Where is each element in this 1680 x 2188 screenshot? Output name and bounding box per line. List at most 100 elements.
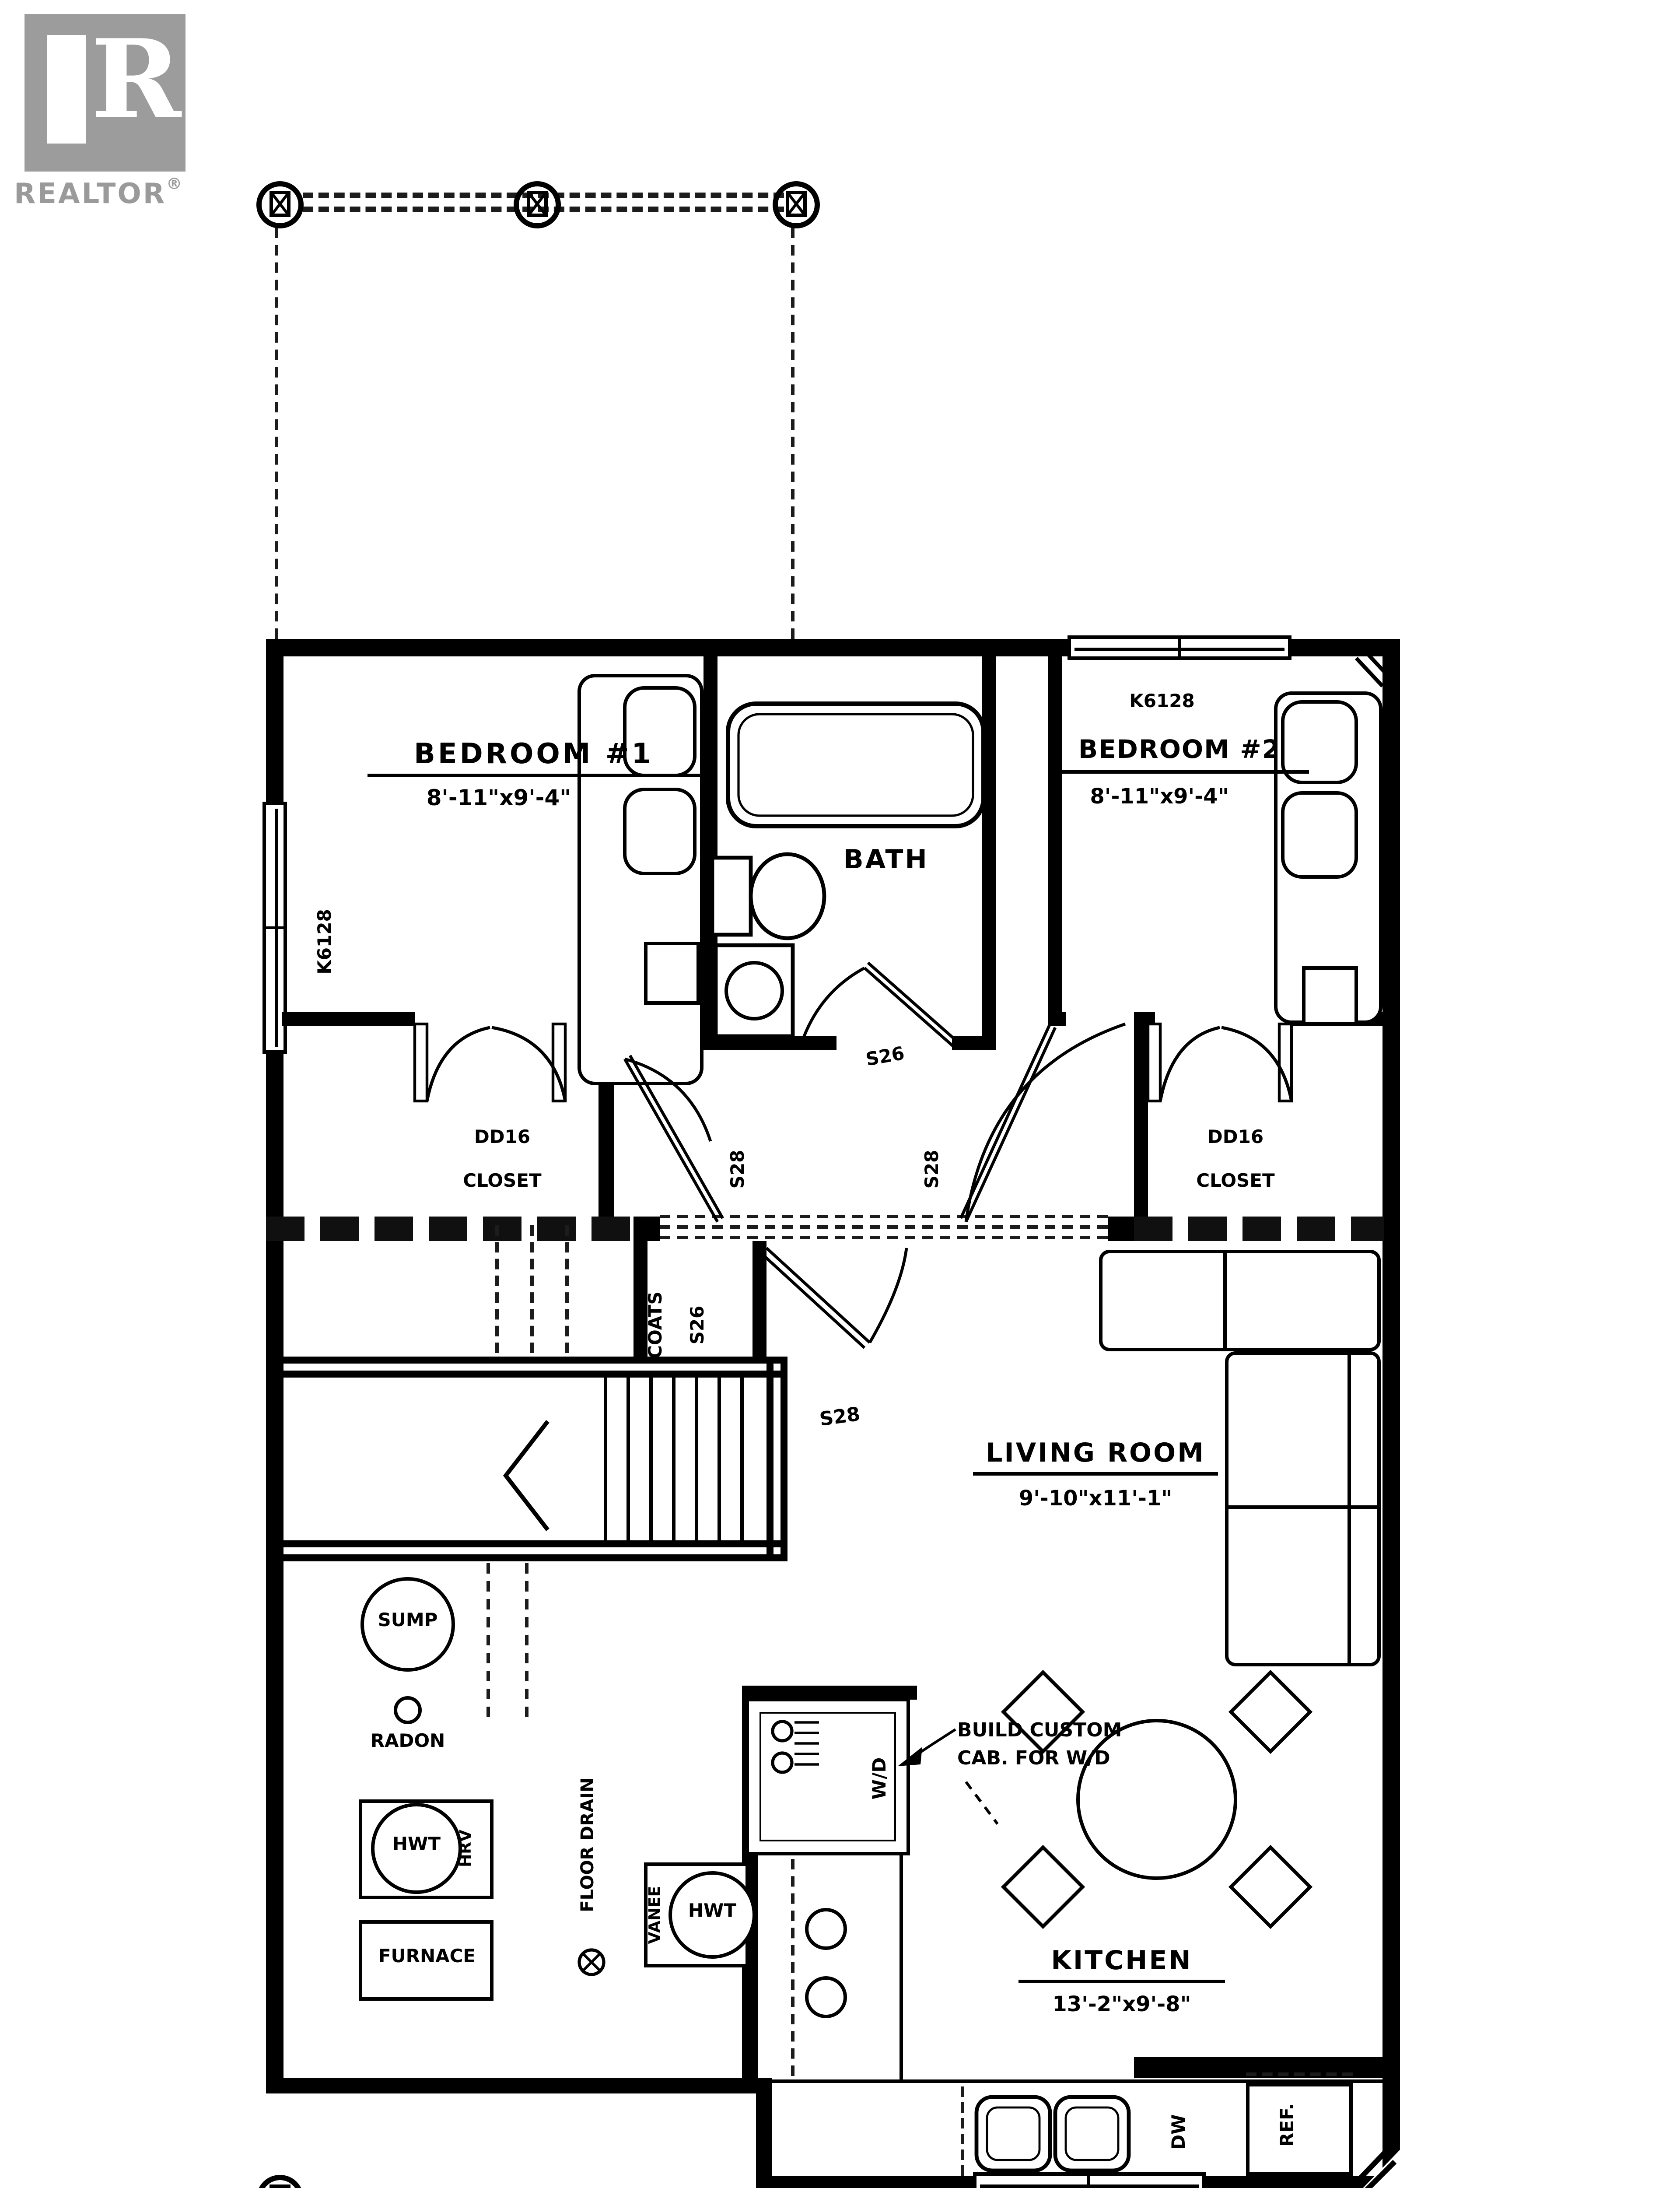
wall-coats-east: [752, 1241, 766, 1364]
wall-bath-south-b: [952, 1036, 996, 1050]
beam-wall-right: [1134, 1217, 1384, 1241]
realtor-logo-letter: R: [91, 16, 182, 144]
bedroom1-label: BEDROOM #1: [368, 738, 700, 777]
bathtub: [726, 701, 986, 828]
window-tick: [266, 639, 1181, 2188]
deck-edge-dash-left: [275, 228, 278, 639]
floor-drain-symbol: [578, 1948, 606, 1976]
window-label-left: K6128: [315, 909, 336, 975]
stair-tread: [649, 1371, 653, 1544]
living-room-label: LIVING ROOM: [973, 1439, 1218, 1475]
dishwasher-label: DW: [1169, 2114, 1190, 2150]
fridge-dash-line: [1246, 2072, 1353, 2076]
hwt-tank: [371, 1803, 462, 1894]
stair-top-rail-2: [266, 1371, 788, 1378]
stair-tread: [718, 1371, 721, 1544]
wall-wd-north: [742, 1686, 917, 1700]
radon-label: RADON: [370, 1731, 445, 1752]
radon-rough-in: [394, 1696, 422, 1724]
beam-stub-left: [634, 1217, 660, 1241]
bath-door: [800, 961, 959, 1048]
corner-chamfer-top-right: [1354, 649, 1393, 688]
pillow: [623, 788, 696, 875]
column-symbol: [514, 181, 561, 228]
bedroom2-door: [959, 1022, 1126, 1223]
stair-right-cap-1: [766, 1357, 774, 1561]
wall-bedroom2-south-a: [1048, 1012, 1066, 1026]
beam-dash-row-3: [660, 1236, 1108, 1239]
wall-right: [1382, 639, 1400, 2188]
wall-coats-west: [634, 1241, 648, 1364]
stair-right-cap-2: [780, 1357, 788, 1561]
furnace-unit: [359, 1920, 494, 2001]
couch-right-section: [1225, 1351, 1381, 1666]
floor-drain-label: FLOOR DRAIN: [579, 1778, 598, 1912]
pillow: [1281, 791, 1358, 879]
note-leader-arrow: [898, 1728, 999, 1825]
stair-bottom-rail-1: [266, 1540, 788, 1547]
window-label-top: K6128: [1129, 691, 1195, 712]
wall-step: [756, 2078, 772, 2188]
closet1-label: CLOSET: [463, 1171, 542, 1192]
sump-pit: [360, 1577, 455, 1672]
stair-tread: [740, 1371, 744, 1544]
wall-bath-east: [982, 655, 996, 1050]
bedroom2-name: BEDROOM #2: [1050, 737, 1309, 774]
stair-tread: [626, 1371, 630, 1544]
closet2-double-doors: [1146, 1022, 1293, 1103]
couch-top-section: [1099, 1250, 1381, 1351]
washer-dryer-inner: [760, 1712, 896, 1841]
counter-front-edge: [900, 1700, 903, 2079]
cabinet-dash-line: [791, 1859, 794, 2076]
laundry-faucet: [771, 1720, 819, 1774]
hwt2-tank: [668, 1871, 756, 1959]
vanee-label: VANEE: [648, 1886, 665, 1944]
bedroom1-door: [623, 1055, 724, 1223]
kitchen-name: KITCHEN: [1018, 1946, 1225, 1982]
stair-headroom-dash: [525, 1563, 528, 1717]
hwt2-label: HWT: [688, 1901, 737, 1922]
counter-back-edge: [756, 2079, 1384, 2083]
realtor-wordmark: REALTOR®: [14, 177, 184, 210]
wall-bedroom2-west: [1048, 655, 1062, 1012]
closet2-label: CLOSET: [1196, 1171, 1275, 1192]
corner-chamfer-bottom-right: [1347, 2142, 1407, 2188]
bedroom2-dims: 8'-11"x9'-4": [1090, 784, 1229, 809]
fridge: [1246, 2083, 1353, 2176]
realtor-text: REALTOR: [14, 177, 167, 210]
toilet: [710, 852, 826, 940]
bedroom1-door-label: S28: [728, 1150, 749, 1189]
bath-label: BATH: [844, 844, 929, 875]
wall-bedroom1-south-a: [282, 1012, 415, 1026]
stair-headroom-dash: [530, 1225, 534, 1353]
wall-bottom-left: [266, 2078, 772, 2093]
beam-dash-row-1: [660, 1215, 1108, 1218]
bedroom1-name: BEDROOM #1: [368, 738, 700, 777]
hrv-label: HRV: [458, 1830, 476, 1867]
nightstand-bedroom2: [1302, 966, 1358, 1026]
registered-mark: ®: [166, 177, 184, 194]
pillow: [1281, 700, 1358, 784]
kitchen-label: KITCHEN: [1018, 1946, 1225, 1982]
bedroom2-door-label: S28: [922, 1150, 943, 1189]
closet1-door-label: DD16: [474, 1127, 531, 1148]
deck-beam-dash-top-2: [303, 207, 784, 212]
couch-divider-h: [1228, 1505, 1377, 1509]
stair-headroom-dash: [565, 1225, 569, 1353]
stair-bottom-rail-2: [266, 1554, 788, 1561]
closet2-door-label: DD16: [1207, 1127, 1264, 1148]
coats-label: COATS: [646, 1291, 667, 1359]
column-symbol: [256, 181, 304, 228]
dining-table: [1076, 1719, 1237, 1880]
sump-label: SUMP: [378, 1610, 438, 1631]
closet1-double-doors: [413, 1022, 567, 1103]
nightstand-bedroom1: [644, 942, 700, 1005]
hwt-label: HWT: [392, 1834, 441, 1855]
bath-sink: [714, 943, 795, 1038]
coats-door-label: S26: [688, 1305, 709, 1345]
stair-tread: [672, 1371, 676, 1544]
deck-edge-dash-right: [791, 228, 794, 639]
wall-bath-south-a: [704, 1036, 836, 1050]
bedroom2-label: BEDROOM #2: [1050, 737, 1309, 774]
